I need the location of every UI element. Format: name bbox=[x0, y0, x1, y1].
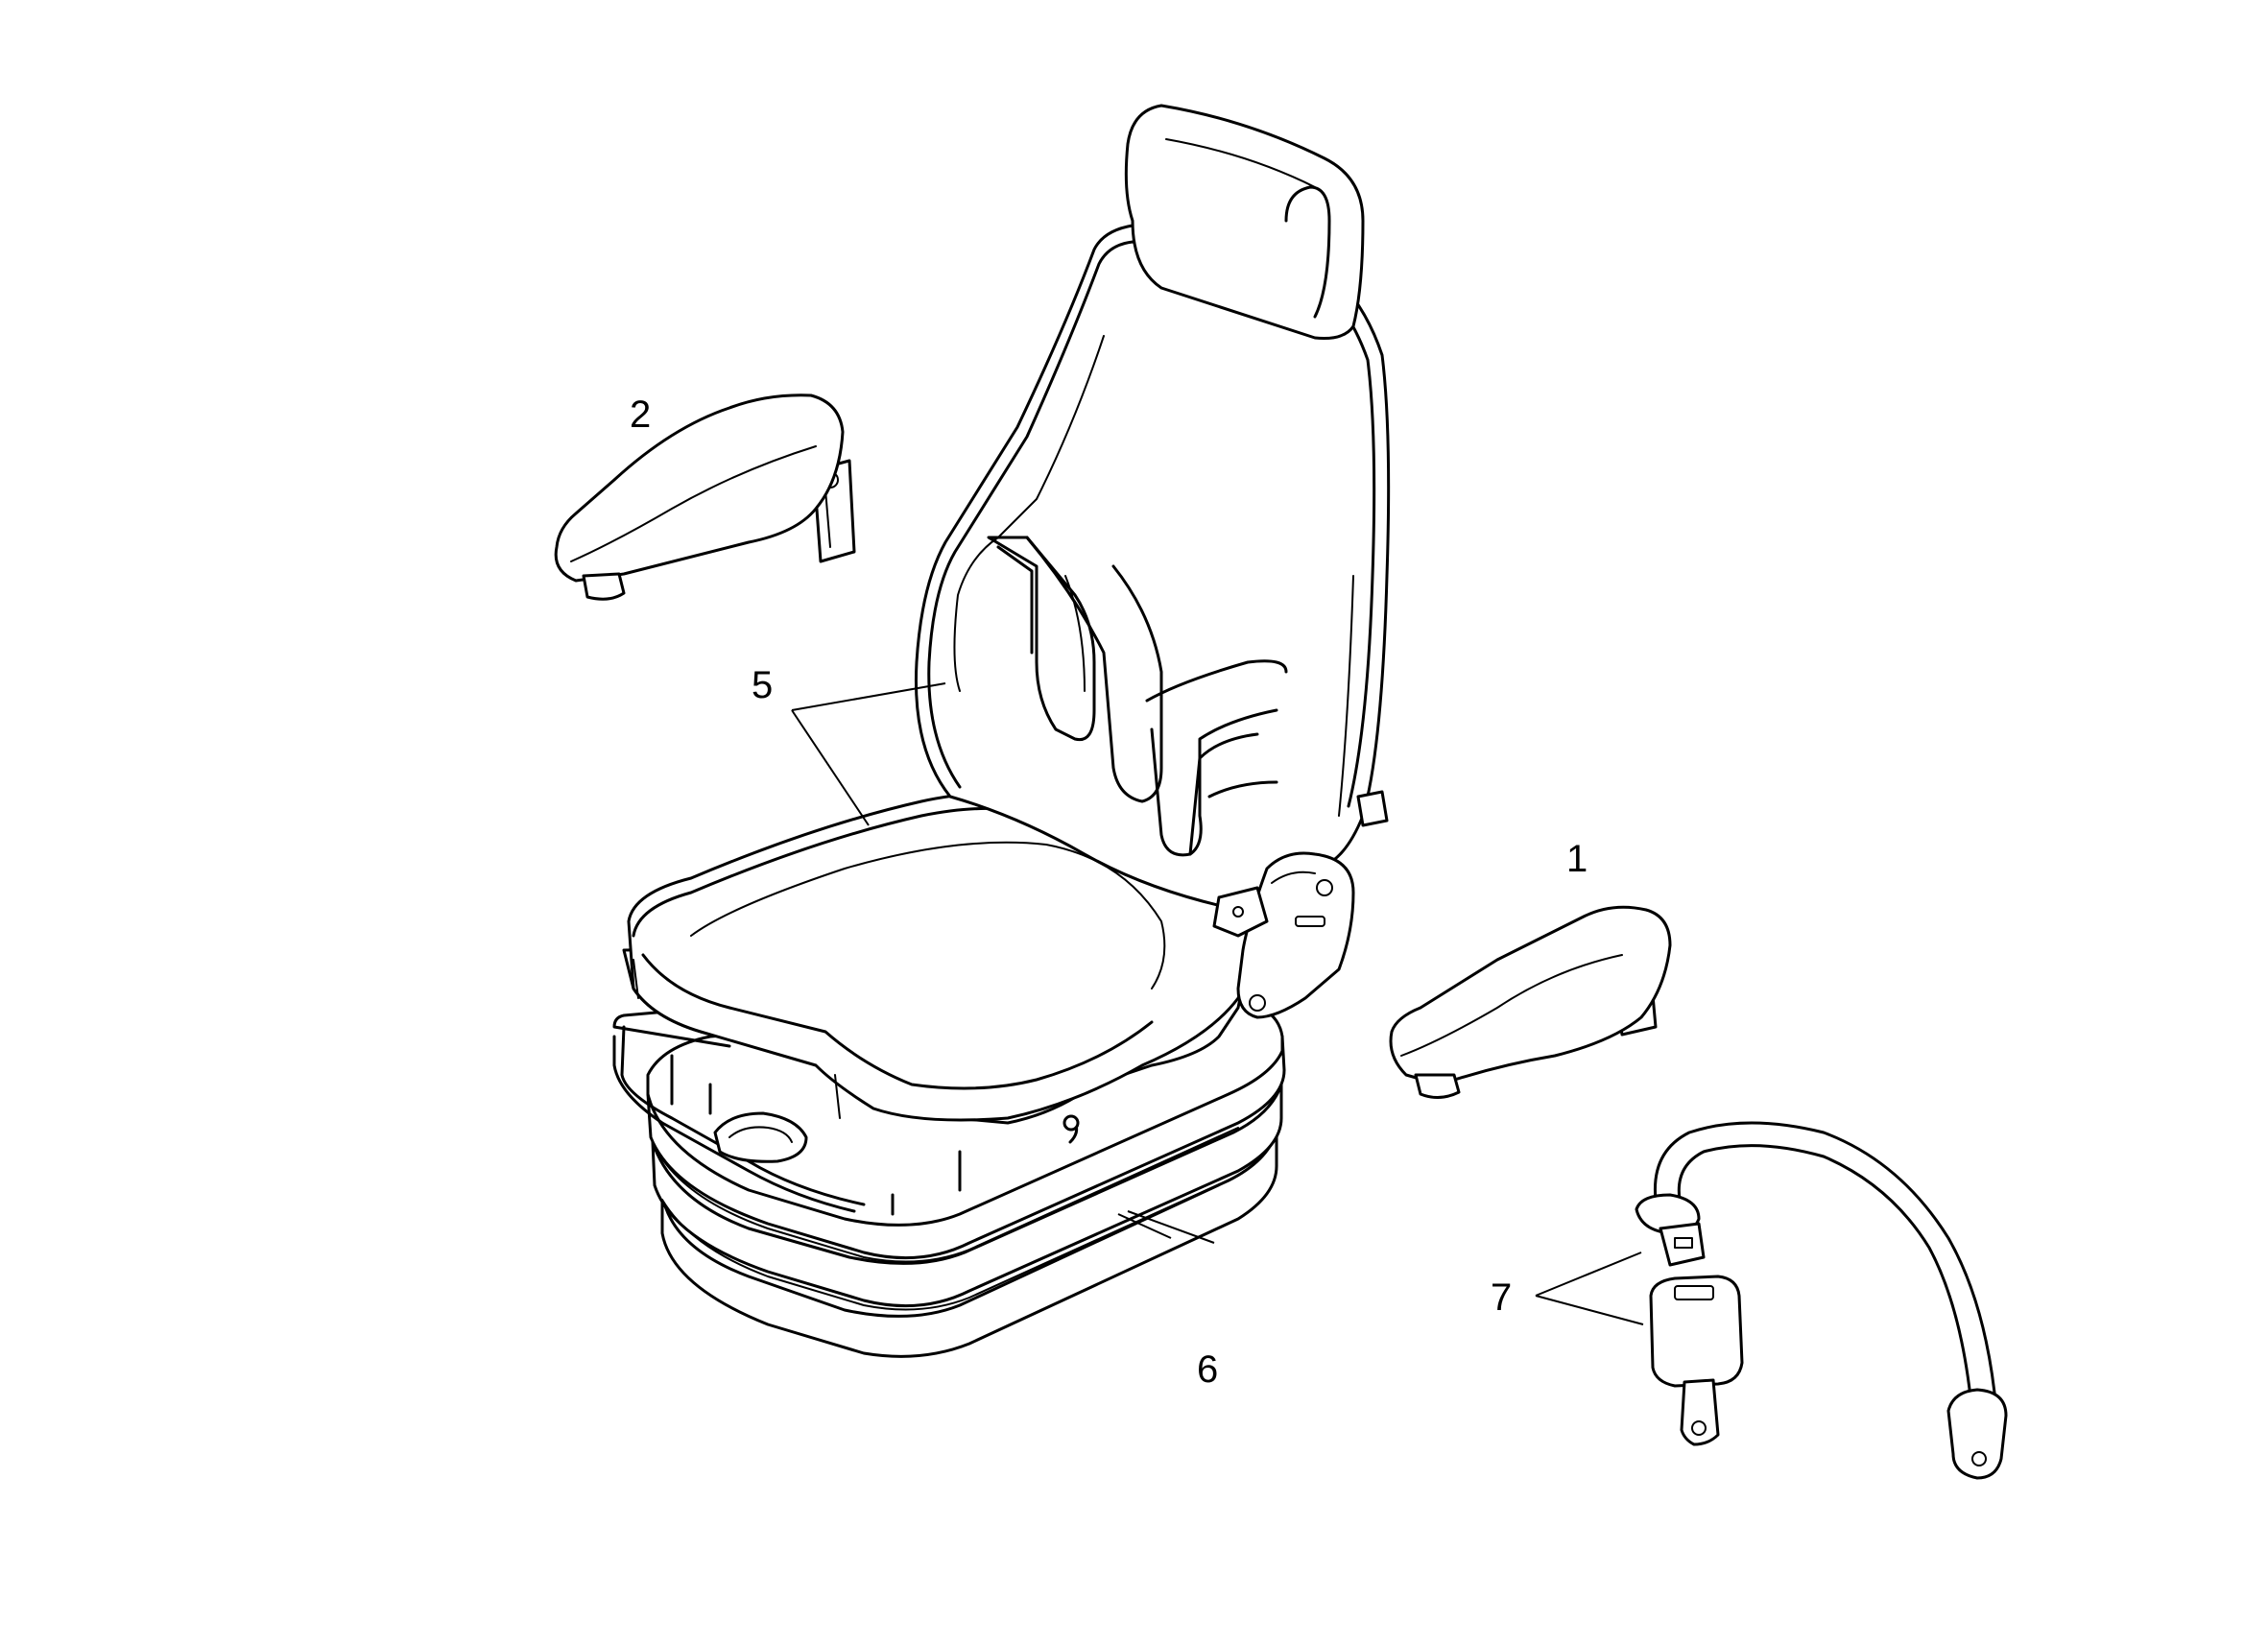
callout-labels: 1 2 5 6 7 bbox=[630, 393, 1588, 1391]
seat-cushion bbox=[622, 792, 1259, 1125]
leader-lines bbox=[791, 682, 1644, 1325]
callout-6: 6 bbox=[1197, 1348, 1218, 1391]
armrest-left bbox=[554, 393, 856, 601]
callout-2: 2 bbox=[630, 393, 651, 436]
backrest-hinge bbox=[1212, 851, 1355, 1019]
callout-5: 5 bbox=[752, 664, 773, 706]
callout-1: 1 bbox=[1566, 838, 1588, 880]
armrest-right bbox=[1389, 905, 1672, 1099]
seat-backrest bbox=[914, 104, 1391, 914]
callout-7: 7 bbox=[1491, 1276, 1512, 1319]
seat-belt bbox=[1635, 1121, 2008, 1480]
